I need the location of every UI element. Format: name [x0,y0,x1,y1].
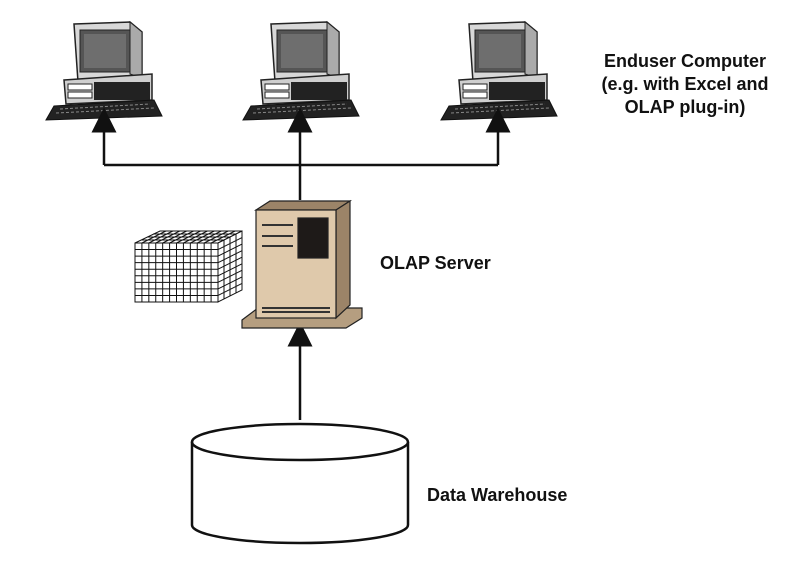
data-warehouse-label: Data Warehouse [427,485,568,505]
data-cube-icon [134,230,243,303]
enduser-label-line-3: OLAP plug-in) [624,97,746,117]
enduser-label-line-1: Enduser Computer [603,51,767,71]
server-to-clients-connector [91,107,511,200]
enduser-computer-1 [45,21,163,121]
data-warehouse-cylinder-icon [190,422,410,545]
enduser-computer-2 [242,21,360,121]
enduser-computer-label: Enduser Computer (e.g. with Excel and OL… [575,50,795,119]
olap-server-icon [241,199,363,329]
enduser-computer-3 [440,21,558,121]
olap-server-label: OLAP Server [380,253,491,273]
enduser-label-line-2: (e.g. with Excel and [601,74,769,94]
